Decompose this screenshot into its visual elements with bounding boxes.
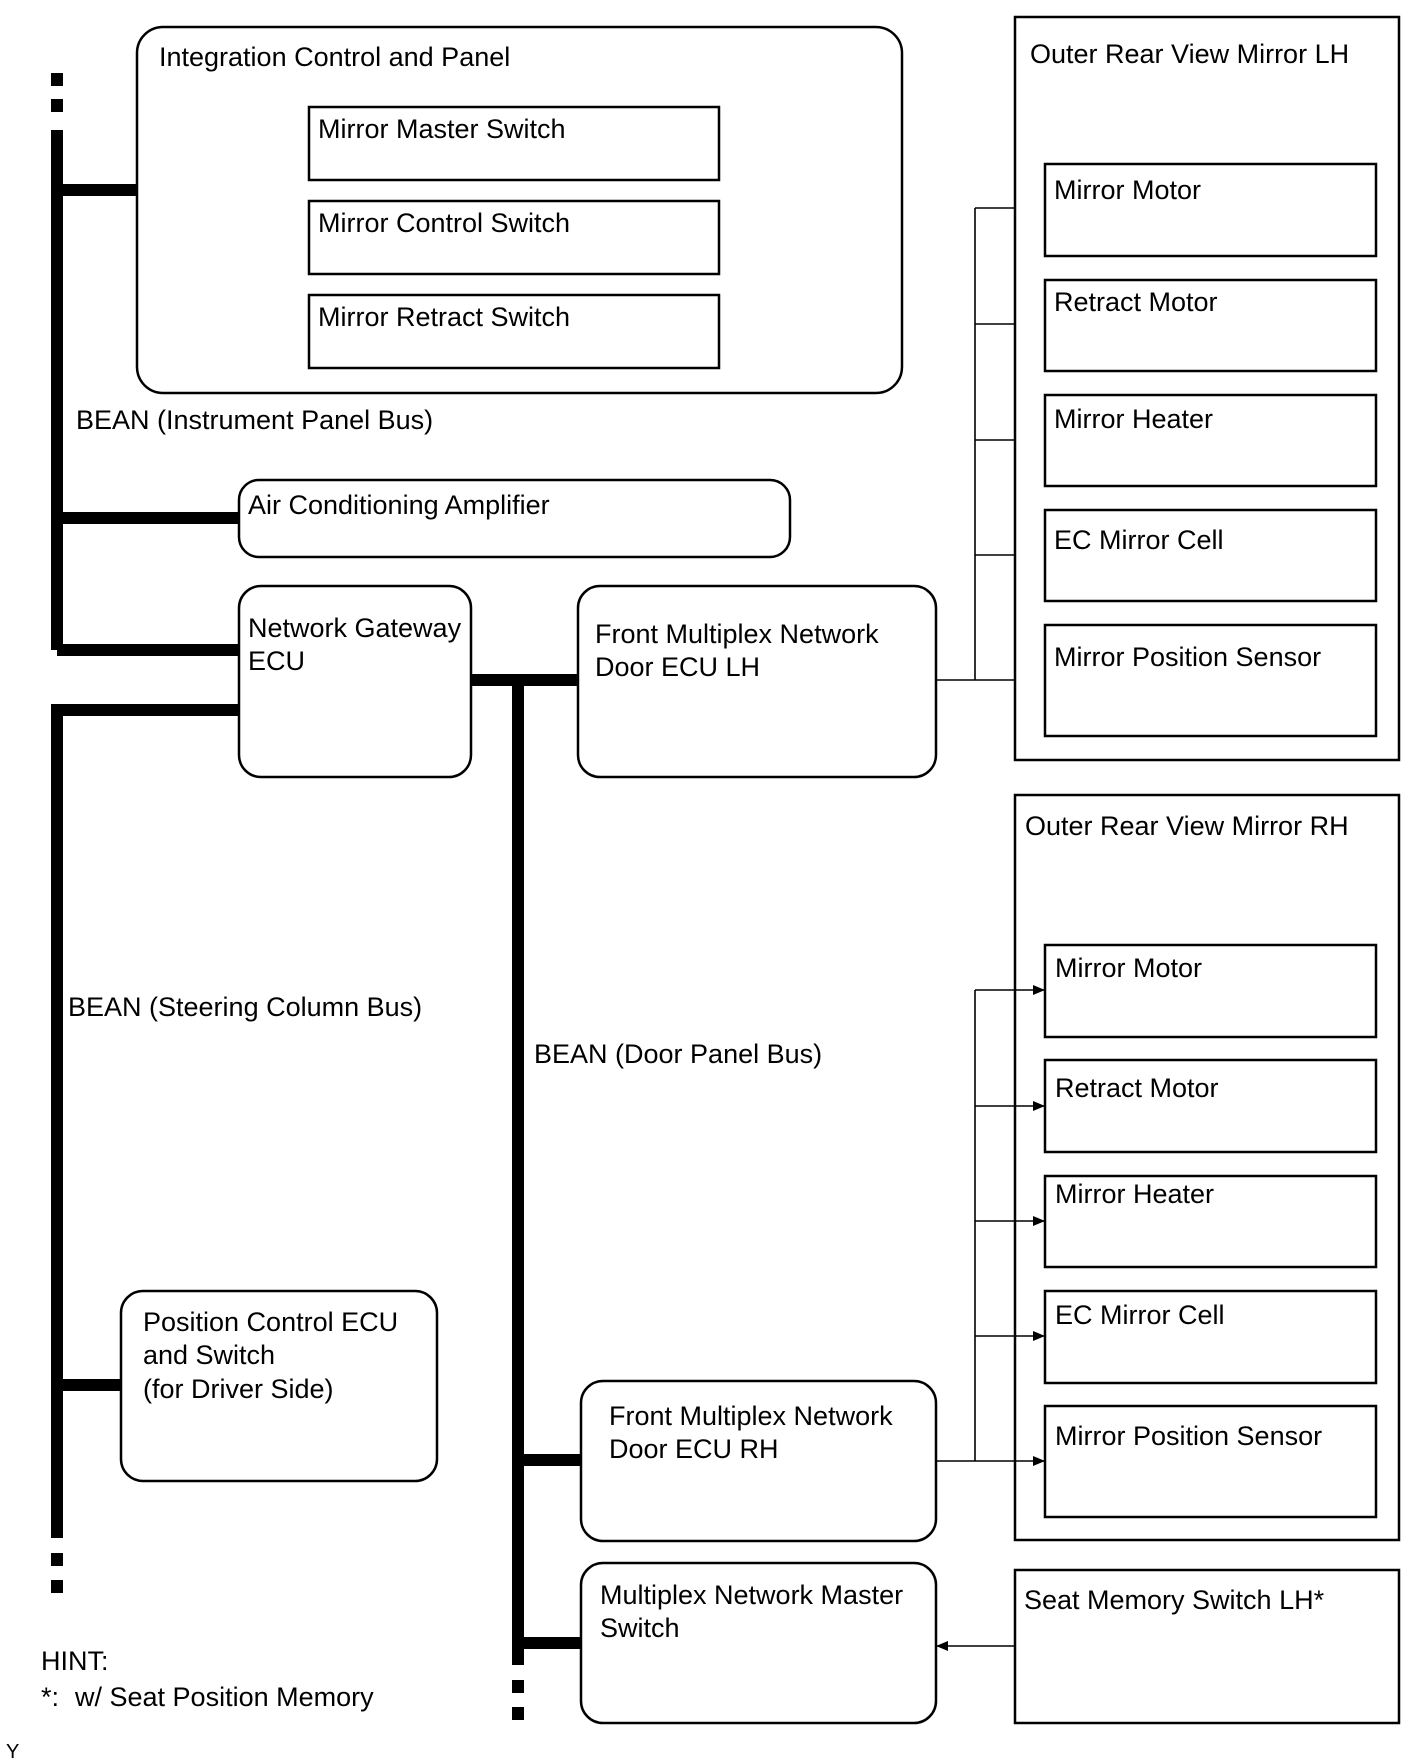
mirror-lh-title: Outer Rear View Mirror LH: [1030, 39, 1349, 69]
master-switch-line1: Multiplex Network Master: [600, 1580, 903, 1610]
door-ecu-rh-line2: Door ECU RH: [609, 1434, 779, 1464]
integration-control-title: Integration Control and Panel: [159, 42, 510, 72]
network-gateway-ecu: Network Gateway ECU: [237, 584, 473, 779]
mirror-lh-mirror-motor: Mirror Motor: [1054, 175, 1201, 205]
rh-signal-lines: [935, 985, 1045, 1466]
mirror-rh-position-sensor: Mirror Position Sensor: [1055, 1421, 1322, 1451]
hint-marker: *:: [41, 1682, 59, 1712]
mirror-lh-ec-mirror-cell: EC Mirror Cell: [1054, 525, 1224, 555]
gateway-label-line2: ECU: [248, 646, 305, 676]
door-ecu-rh: Front Multiplex Network Door ECU RH: [579, 1379, 938, 1543]
position-control-line3: (for Driver Side): [143, 1374, 334, 1404]
air-conditioning-amplifier: Air Conditioning Amplifier: [237, 478, 792, 559]
position-control-line1: Position Control ECU: [143, 1307, 398, 1337]
mirror-rh-mirror-motor: Mirror Motor: [1055, 953, 1202, 983]
position-control-line2: and Switch: [143, 1340, 275, 1370]
door-ecu-lh-line1: Front Multiplex Network: [595, 619, 879, 649]
hint-text: w/ Seat Position Memory: [74, 1682, 374, 1712]
hint-title: HINT:: [41, 1646, 109, 1676]
door-panel-bus: [469, 674, 581, 1720]
outer-mirror-rh: Outer Rear View Mirror RH Mirror Motor R…: [1013, 793, 1401, 1542]
door-ecu-lh: Front Multiplex Network Door ECU LH: [576, 584, 938, 779]
air-conditioning-label: Air Conditioning Amplifier: [248, 490, 550, 520]
mirror-retract-switch: Mirror Retract Switch: [318, 302, 570, 332]
door-panel-bus-label: BEAN (Door Panel Bus): [534, 1039, 822, 1069]
instrument-panel-bus-label: BEAN (Instrument Panel Bus): [76, 405, 433, 435]
steering-column-bus: [51, 704, 239, 1593]
instrument-panel-bus: [51, 73, 239, 656]
mirror-rh-ec-mirror-cell: EC Mirror Cell: [1055, 1300, 1225, 1330]
mirror-rh-mirror-heater: Mirror Heater: [1055, 1179, 1214, 1209]
steering-column-bus-label: BEAN (Steering Column Bus): [68, 992, 422, 1022]
mirror-lh-retract-motor: Retract Motor: [1054, 287, 1218, 317]
master-switch-line2: Switch: [600, 1613, 680, 1643]
mirror-rh-title: Outer Rear View Mirror RH: [1025, 811, 1349, 841]
figure-code: Y: [6, 1741, 19, 1763]
hint-note: HINT: *: w/ Seat Position Memory: [41, 1646, 374, 1712]
mirror-lh-mirror-heater: Mirror Heater: [1054, 404, 1213, 434]
outer-mirror-lh: Outer Rear View Mirror LH Mirror Motor R…: [1013, 15, 1401, 762]
mirror-lh-position-sensor: Mirror Position Sensor: [1054, 642, 1321, 672]
position-control-ecu: Position Control ECU and Switch (for Dri…: [119, 1289, 439, 1483]
integration-control-panel: Integration Control and Panel Mirror Mas…: [135, 25, 904, 395]
seat-memory-switch-lh: Seat Memory Switch LH*: [936, 1568, 1401, 1725]
mirror-control-switch: Mirror Control Switch: [318, 208, 570, 238]
door-ecu-lh-line2: Door ECU LH: [595, 652, 760, 682]
multiplex-master-switch: Multiplex Network Master Switch: [579, 1561, 938, 1725]
mirror-rh-retract-motor: Retract Motor: [1055, 1073, 1219, 1103]
seat-memory-label: Seat Memory Switch LH*: [1024, 1585, 1325, 1615]
door-ecu-rh-line1: Front Multiplex Network: [609, 1401, 893, 1431]
mirror-master-switch: Mirror Master Switch: [318, 114, 566, 144]
gateway-label-line1: Network Gateway: [248, 613, 462, 643]
